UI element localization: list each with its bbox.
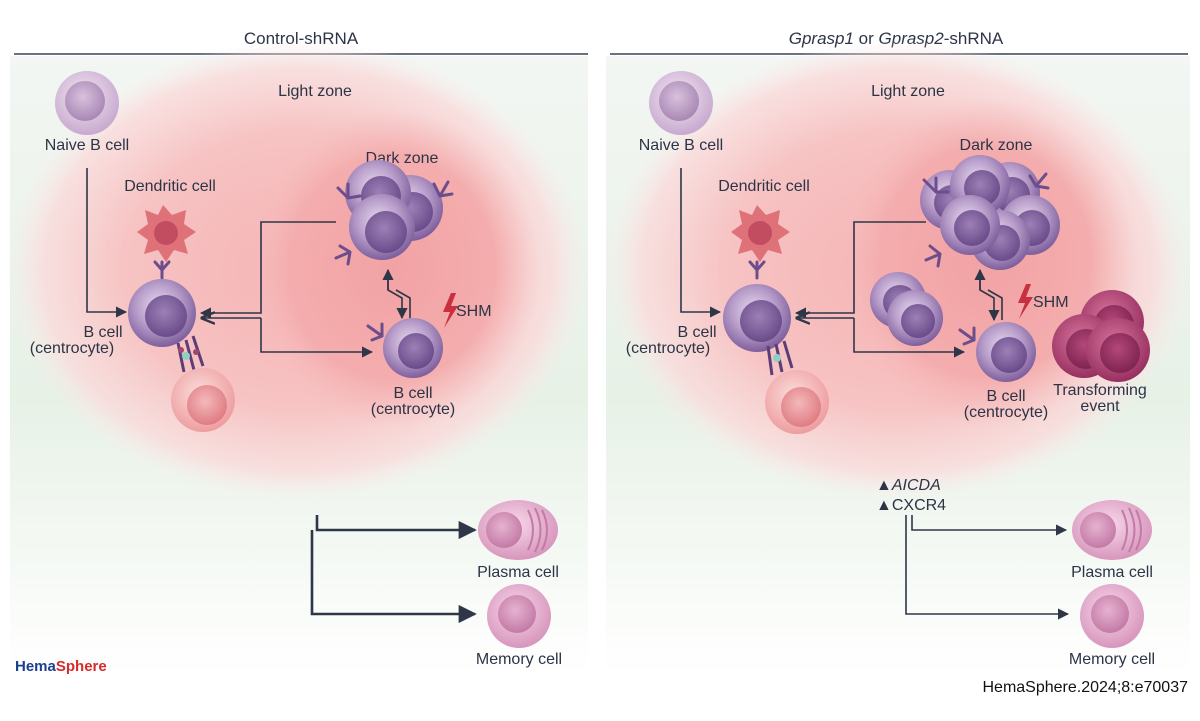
left-lz-b-cell [128,260,205,373]
right-cxcr4-label: ▲CXCR4 [876,497,946,514]
left-panel: Control-shRNA Light zone Dark zone Naive… [8,29,588,676]
right-memory-cell [1080,584,1144,648]
right-dz-b-cell-label-2: (centrocyte) [964,404,1048,421]
right-shm-label: SHM [1033,294,1069,311]
right-proliferating-cells [870,272,943,346]
right-t-cell [765,370,829,434]
left-arrows [86,168,477,624]
left-dz-b-cell-label-2: (centrocyte) [371,401,455,418]
right-transforming-label-1: Transforming [1053,382,1147,399]
left-shm-label: SHM [456,303,492,320]
right-arrows [680,168,1070,620]
right-dark-zone-label: Dark zone [960,137,1033,154]
left-memory-cell-label: Memory cell [476,651,562,668]
left-lz-b-cell-label-1: B cell [83,324,122,341]
right-naive-b-cell [649,71,713,135]
right-dz-cell-cluster [920,155,1060,270]
right-naive-b-cell-label: Naive B cell [639,137,723,154]
left-dendritic-cell-label: Dendritic cell [124,178,216,195]
left-shm-lightning-icon [443,293,458,328]
right-panel: Gprasp1 or Gprasp2-shRNA Light zone Dark… [606,29,1190,696]
hemasphere-logo: HemaSphere [15,658,107,675]
right-lz-b-cell-label-1: B cell [677,324,716,341]
left-dz-b-cell-label-1: B cell [393,385,432,402]
left-memory-cell [487,584,551,648]
right-plasma-cell [1072,500,1152,560]
right-aicda-label: ▲AICDA [876,477,941,494]
right-transforming-cells [1052,290,1150,382]
right-light-zone-label: Light zone [871,83,945,100]
right-dz-b-cell [958,322,1036,382]
left-plasma-cell-label: Plasma cell [477,564,559,581]
citation: HemaSphere.2024;8:e70037 [983,679,1189,696]
left-naive-b-cell-label: Naive B cell [45,137,129,154]
right-dendritic-cell-label: Dendritic cell [718,178,810,195]
right-transforming-label-2: event [1080,398,1120,415]
left-dendritic-cell [137,205,196,262]
left-dz-b-cell [366,318,443,378]
right-shm-lightning-icon [1018,284,1033,319]
left-dark-zone [244,108,540,428]
right-lz-b-cell-label-2: (centrocyte) [626,340,710,357]
left-t-cell [171,368,235,432]
right-dendritic-cell [731,205,790,262]
left-dz-cell-cluster [334,160,454,266]
right-plasma-cell-label: Plasma cell [1071,564,1153,581]
right-lz-b-cell [723,260,794,376]
right-dz-b-cell-label-1: B cell [986,388,1025,405]
left-lz-b-cell-label-2: (centrocyte) [30,340,114,357]
left-light-zone-label: Light zone [278,83,352,100]
left-plasma-cell [478,500,558,560]
left-naive-b-cell [55,71,119,135]
right-memory-cell-label: Memory cell [1069,651,1155,668]
